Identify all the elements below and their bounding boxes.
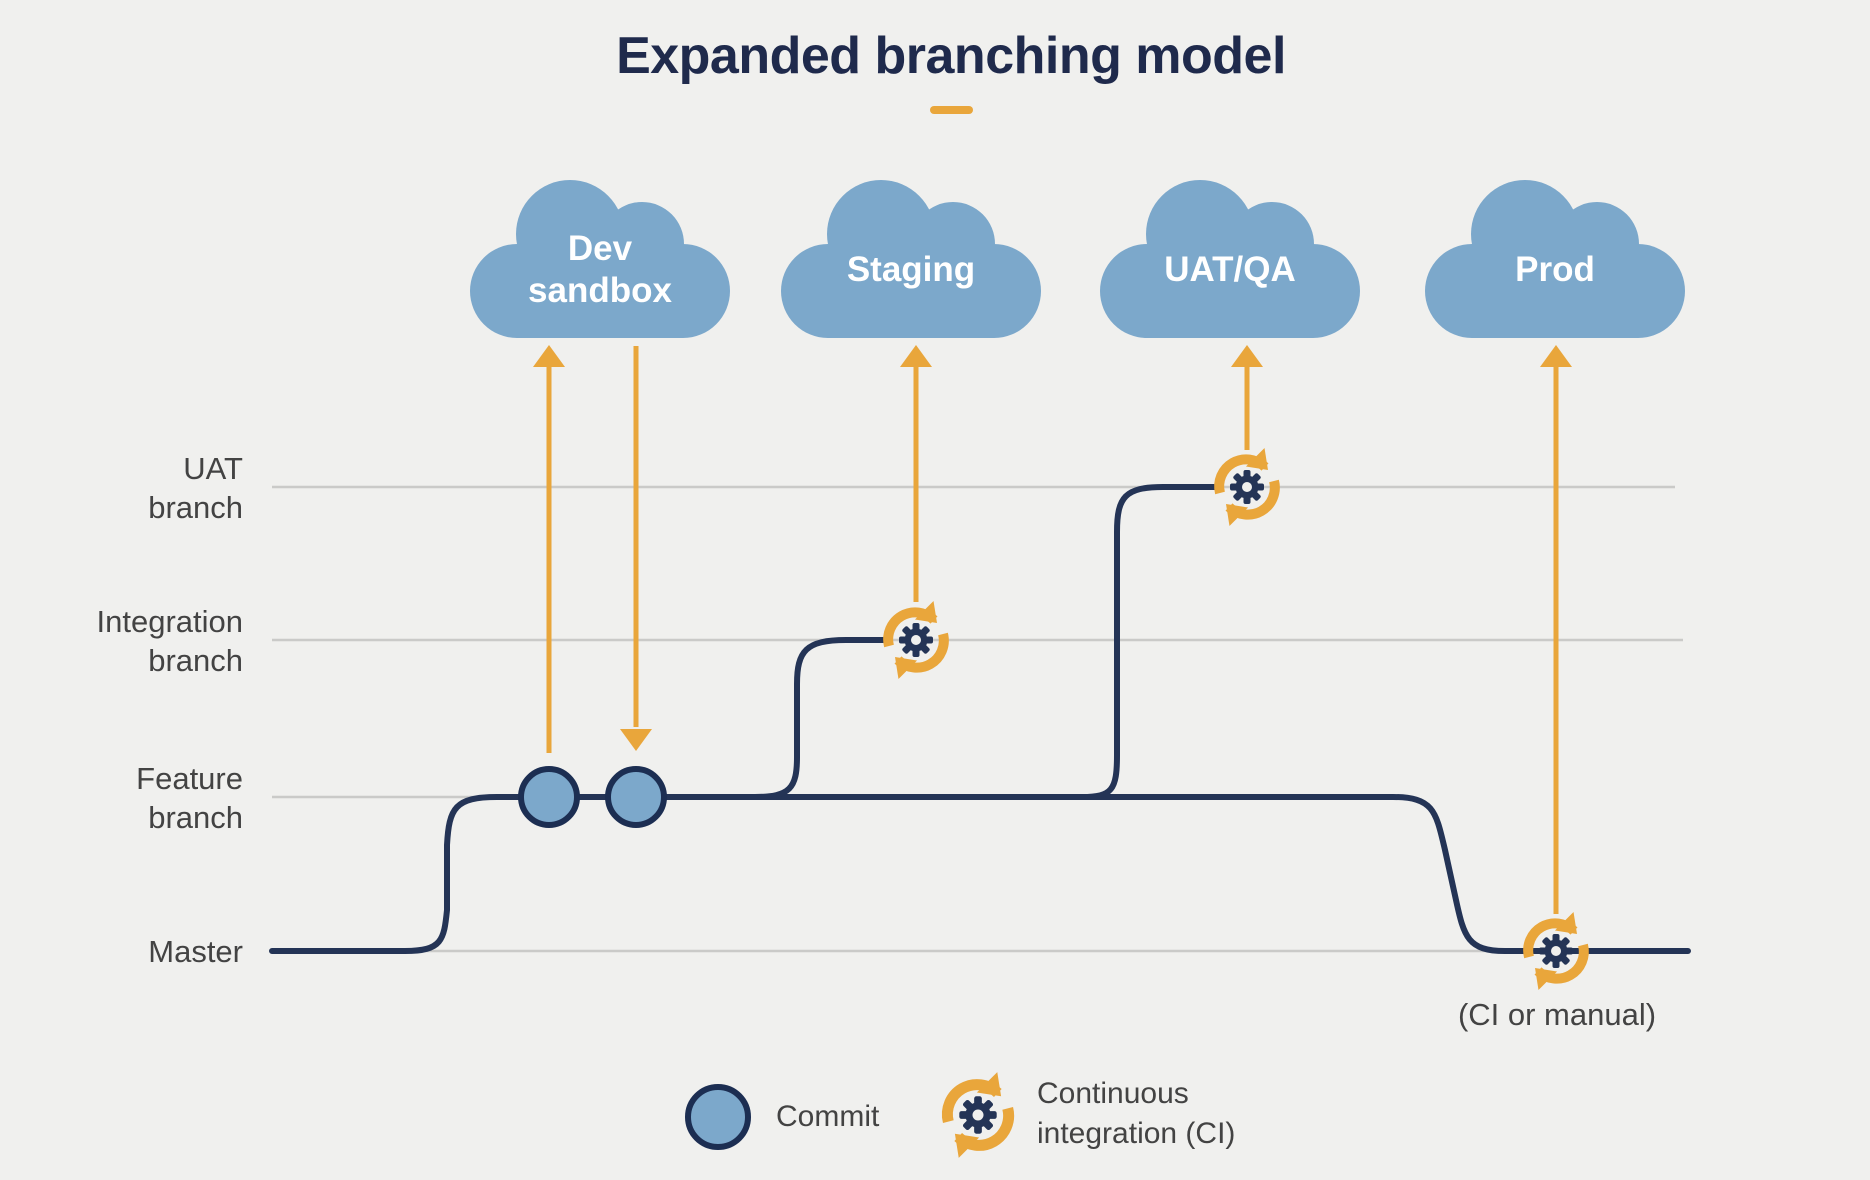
legend-ci-label: Continuous integration (CI) <box>1037 1077 1236 1150</box>
cloud-label: Dev sandbox <box>528 229 672 310</box>
commit-icon <box>685 1084 751 1150</box>
deploy-arrow-dev-up-icon <box>533 345 565 753</box>
cloud-label: Prod <box>1515 250 1595 289</box>
cloud-icon <box>1425 180 1685 338</box>
cloud-icon <box>781 180 1041 338</box>
deploy-arrow-uat-icon <box>1231 345 1263 450</box>
deploy-arrow-prod-icon <box>1540 345 1572 914</box>
ci-or-manual-note: (CI or manual) <box>1457 997 1657 1032</box>
deploy-arrow-staging-icon <box>900 345 932 602</box>
integration-merge-path <box>752 637 891 800</box>
commit-dot <box>605 766 667 828</box>
cloud-dev-sandbox: Dev sandbox <box>470 172 730 338</box>
cloud-icon <box>470 180 730 338</box>
legend-commit-label: Commit <box>776 1100 880 1133</box>
cloud-icon <box>1100 180 1360 338</box>
commit-dot <box>518 766 580 828</box>
ci-icon <box>945 1072 1012 1158</box>
branch-label-uat: UAT branch <box>148 451 243 525</box>
cloud-uat-qa: UAT/QA <box>1100 172 1360 338</box>
branch-label-integration: Integration branch <box>96 604 244 678</box>
cloud-label: UAT/QA <box>1164 250 1296 289</box>
title-accent-dash <box>930 106 973 114</box>
cloud-prod: Prod <box>1425 172 1685 338</box>
page-title: Expanded branching model <box>616 27 1286 85</box>
branch-label-feature: Feature branch <box>136 761 243 835</box>
deploy-arrow-dev-down-icon <box>620 346 652 751</box>
uat-merge-path <box>1079 484 1219 800</box>
feature-flow-path <box>269 794 1691 954</box>
branch-label-master: Master <box>148 934 243 969</box>
cloud-label: Staging <box>846 250 976 289</box>
cloud-staging: Staging <box>781 172 1041 338</box>
